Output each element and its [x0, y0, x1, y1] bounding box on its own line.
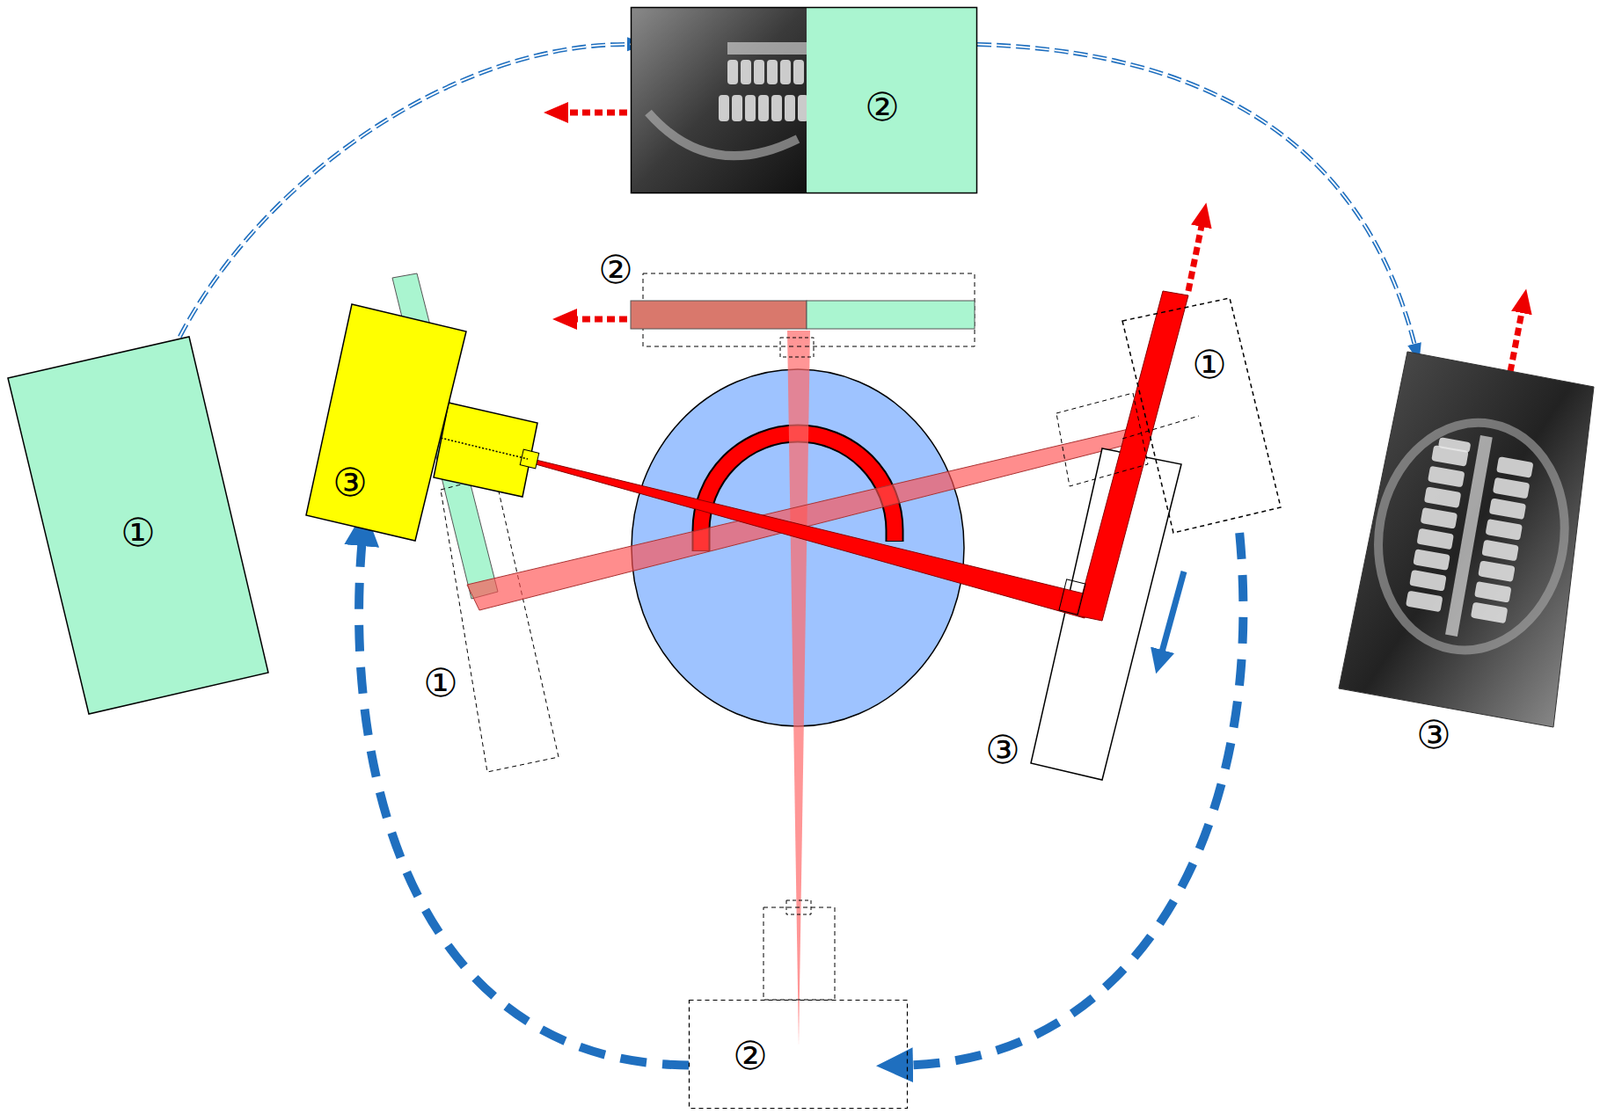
xray-source-box: ③ [306, 304, 467, 541]
detector-bar [1076, 291, 1189, 622]
callout-number: ① [423, 664, 458, 703]
motion-connector [358, 540, 689, 1066]
direction-arrow [1188, 221, 1203, 292]
dashed-position-box: ① [1122, 298, 1281, 534]
dashed-outline [1056, 393, 1148, 487]
dashed-line [1122, 416, 1199, 439]
detector-bar [806, 300, 975, 329]
connector-line-inner [179, 43, 631, 337]
dashed-outline [786, 900, 811, 915]
dashed-outline [1059, 579, 1086, 615]
detector-outline [1030, 448, 1182, 781]
node-shape [1122, 298, 1281, 534]
node-shape [630, 7, 978, 194]
motion-connector [179, 43, 631, 337]
main-beam [525, 457, 1091, 619]
callout-number: ② [732, 1037, 768, 1076]
callout-number: ③ [1416, 715, 1451, 755]
dashed-outline [780, 337, 814, 358]
node-shape [306, 304, 467, 541]
motion-arrow [1161, 571, 1184, 656]
motion-connector [907, 533, 1243, 1066]
detector-box: ① [7, 336, 269, 715]
node-shape [1338, 347, 1594, 757]
callout-number: ③ [332, 463, 367, 503]
connector-line [907, 533, 1243, 1066]
callout-number: ② [864, 87, 899, 127]
dashed-position-box: ② [688, 1000, 908, 1110]
tube-nozzle [519, 449, 540, 469]
connector-line [179, 43, 631, 337]
xray-tube [433, 402, 538, 497]
dashed-outline [440, 475, 559, 773]
dashed-outline [763, 907, 835, 1001]
callout-number: ② [598, 250, 633, 290]
detector-image-box: ② [630, 7, 978, 194]
connector-line [977, 43, 1416, 348]
connector-line [358, 540, 689, 1066]
motion-connector [977, 43, 1416, 348]
detector-bar [630, 300, 807, 329]
panoramic-image: ③ [1338, 347, 1594, 757]
direction-arrow [1510, 307, 1523, 373]
callout-number: ① [120, 513, 155, 553]
connector-line-inner [977, 43, 1416, 348]
node-shape [688, 1000, 908, 1110]
callout-number: ③ [985, 730, 1020, 770]
fan-beam [787, 330, 811, 1046]
oblique-beam [467, 425, 1148, 611]
callout-number: ① [1191, 345, 1227, 385]
direction-arrow [571, 316, 628, 323]
direction-arrow [562, 109, 628, 117]
